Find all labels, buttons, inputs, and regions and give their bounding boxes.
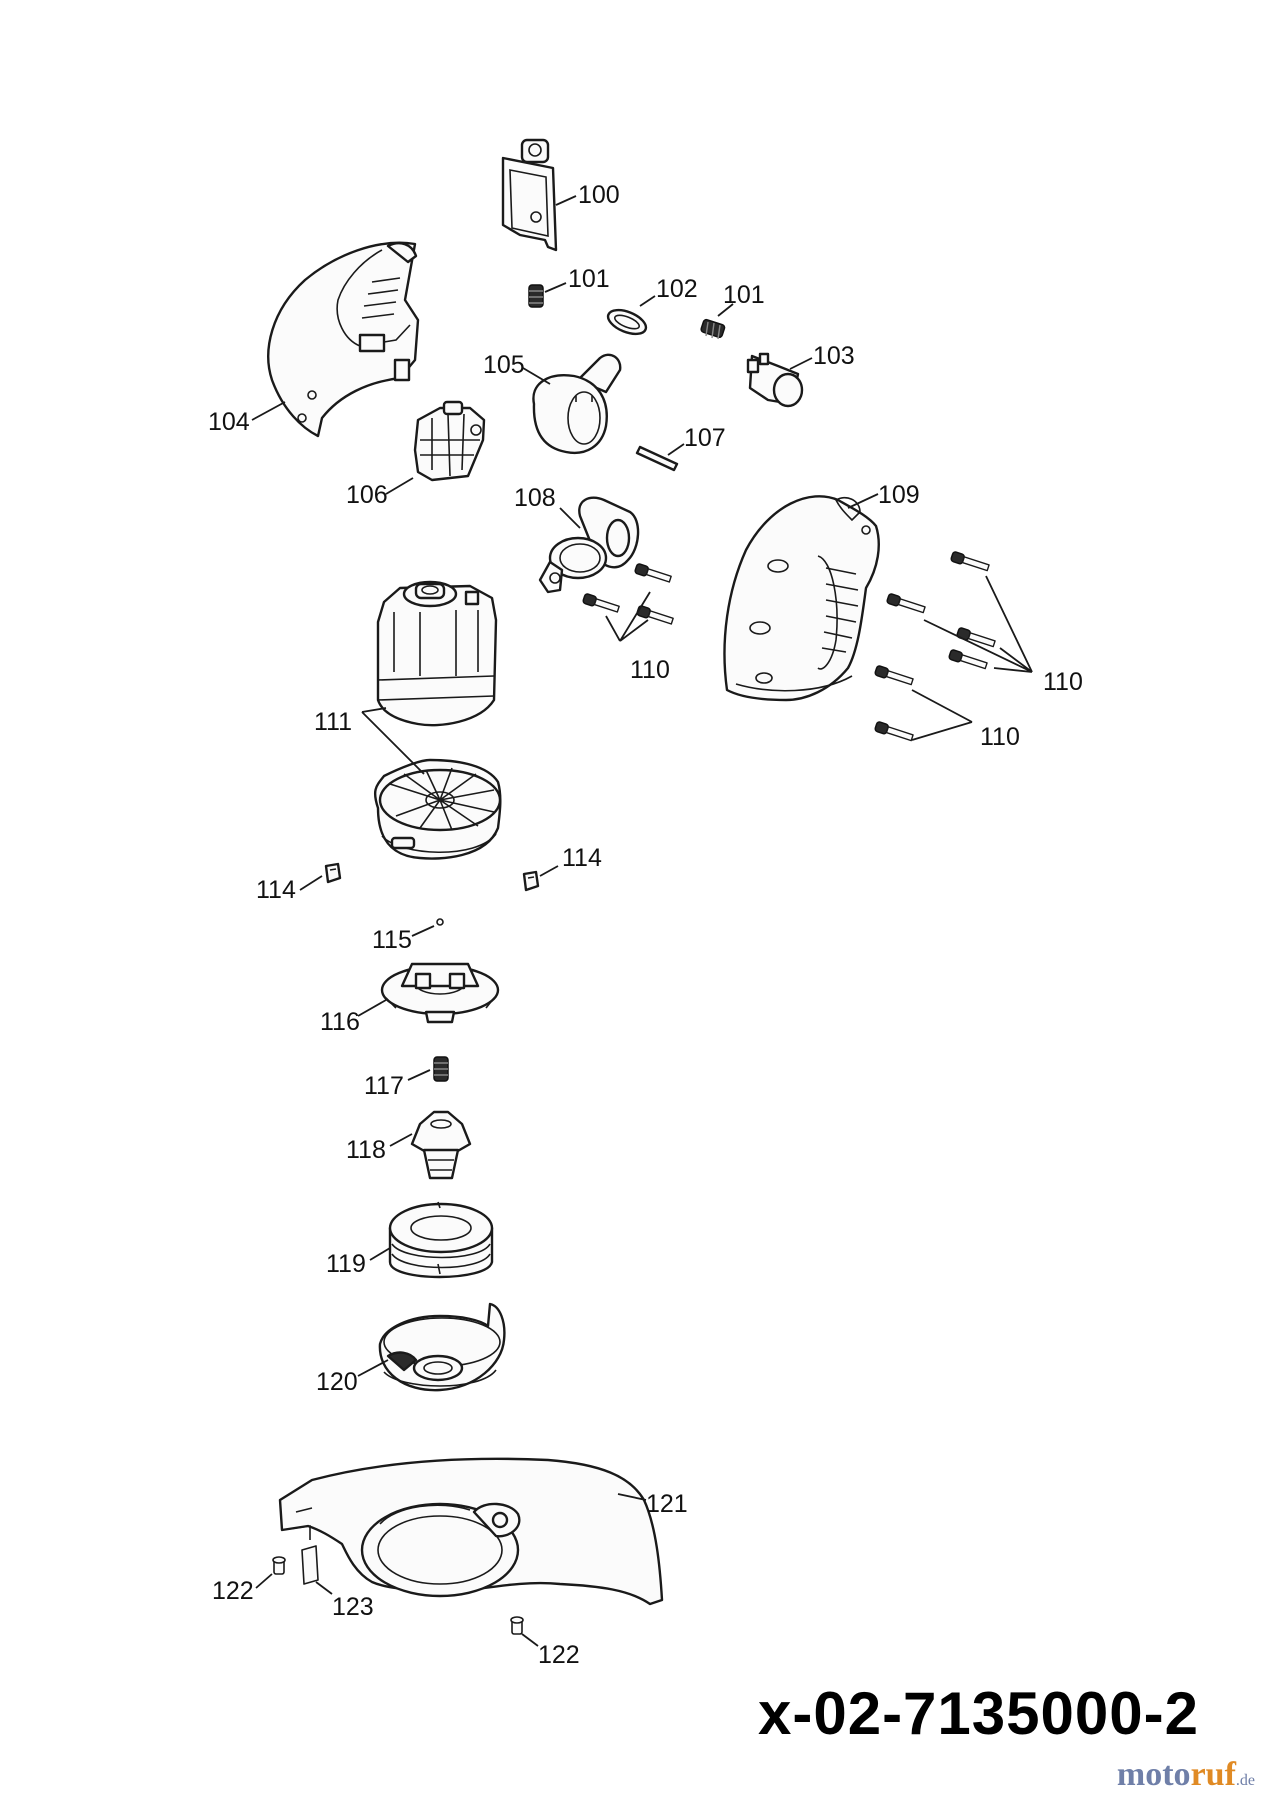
part-103-knob bbox=[746, 352, 804, 408]
part-105-cylinder bbox=[532, 353, 622, 455]
part-122-screw bbox=[510, 1616, 524, 1635]
callout-111: 111 bbox=[314, 708, 352, 736]
callout-115: 115 bbox=[372, 926, 412, 954]
callout-120: 120 bbox=[316, 1368, 358, 1396]
part-111-motor bbox=[376, 580, 498, 727]
callout-117: 117 bbox=[364, 1072, 404, 1100]
callout-114: 114 bbox=[562, 844, 602, 872]
callout-100: 100 bbox=[578, 181, 620, 209]
part-116-spool-holder bbox=[380, 962, 500, 1024]
callout-110: 110 bbox=[1043, 668, 1083, 696]
callout-109: 109 bbox=[878, 481, 920, 509]
part-107-pin bbox=[635, 445, 679, 472]
callout-101: 101 bbox=[723, 281, 765, 309]
part-102-ring bbox=[606, 308, 648, 336]
part-104-housing-shell bbox=[267, 241, 420, 438]
part-111-fan bbox=[373, 758, 502, 860]
part-110-screws-right bbox=[886, 551, 996, 670]
callout-105: 105 bbox=[483, 351, 525, 379]
callout-121: 121 bbox=[646, 1490, 688, 1518]
watermark-accent: ruf bbox=[1190, 1756, 1236, 1793]
part-100-switch-cover bbox=[501, 138, 558, 252]
part-120-spool-cover bbox=[378, 1302, 506, 1392]
callout-106: 106 bbox=[346, 481, 388, 509]
callout-110: 110 bbox=[630, 656, 670, 684]
part-122-screw bbox=[272, 1556, 286, 1575]
watermark-main: moto bbox=[1116, 1756, 1191, 1793]
callout-122: 122 bbox=[212, 1577, 254, 1605]
watermark-logo: motoruf.de bbox=[1117, 1756, 1255, 1794]
drawing-number: x-02-7135000-2 bbox=[757, 1680, 1199, 1747]
part-114-clip bbox=[522, 870, 540, 892]
callout-122: 122 bbox=[538, 1641, 580, 1669]
part-110-screws-lower bbox=[874, 665, 914, 742]
callout-108: 108 bbox=[514, 484, 556, 512]
callout-103: 103 bbox=[813, 342, 855, 370]
callout-116: 116 bbox=[320, 1008, 360, 1036]
callout-104: 104 bbox=[208, 408, 250, 436]
part-101-spring bbox=[700, 318, 726, 340]
callout-119: 119 bbox=[326, 1250, 366, 1278]
callout-118: 118 bbox=[346, 1136, 386, 1164]
part-101-spring bbox=[528, 284, 544, 308]
callout-123: 123 bbox=[332, 1593, 374, 1621]
part-106-switch-block bbox=[413, 400, 486, 482]
part-119-spool bbox=[388, 1201, 494, 1279]
callout-114: 114 bbox=[256, 876, 296, 904]
part-115-ball bbox=[436, 918, 444, 926]
part-117-spring bbox=[433, 1056, 449, 1082]
part-118-knob-shaft bbox=[410, 1110, 472, 1180]
callout-102: 102 bbox=[656, 275, 698, 303]
part-121-guard bbox=[278, 1457, 664, 1606]
part-108-bearing-housing bbox=[538, 496, 640, 594]
part-123-label-plate bbox=[301, 1545, 319, 1585]
part-114-clip bbox=[324, 862, 342, 884]
callout-110: 110 bbox=[980, 723, 1020, 751]
callout-107: 107 bbox=[684, 424, 726, 452]
watermark-suffix: .de bbox=[1235, 1772, 1255, 1789]
callout-101: 101 bbox=[568, 265, 610, 293]
part-109-motor-cover bbox=[723, 495, 880, 702]
